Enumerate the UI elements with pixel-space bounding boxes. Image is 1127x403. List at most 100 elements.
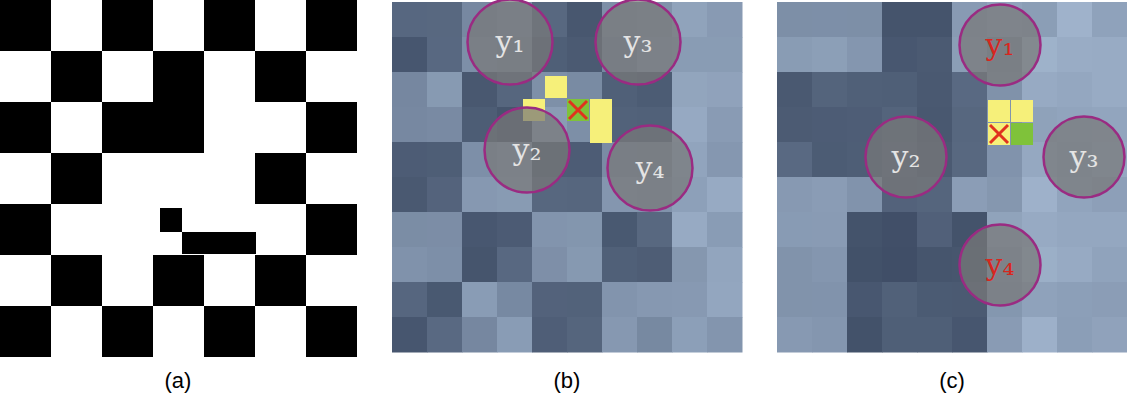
image-pixel xyxy=(1092,282,1127,318)
black-cell xyxy=(306,102,357,153)
image-pixel xyxy=(1092,37,1127,73)
black-cell xyxy=(204,0,255,51)
target-pixel xyxy=(1011,123,1033,145)
black-cell xyxy=(204,306,255,357)
neighbor-pixel xyxy=(545,76,567,98)
neighbor-pixel xyxy=(988,123,1010,145)
image-pixel xyxy=(707,72,743,108)
black-cell xyxy=(102,0,153,51)
black-cell xyxy=(306,306,357,357)
black-cell xyxy=(0,0,51,51)
image-pixel xyxy=(532,212,568,248)
image-pixel xyxy=(392,177,428,213)
image-pixel xyxy=(392,212,428,248)
neighbor-pixel xyxy=(1011,100,1033,122)
image-pixel xyxy=(1057,72,1093,108)
image-pixel xyxy=(1057,37,1093,73)
neighbor-pixel xyxy=(988,100,1010,122)
image-pixel xyxy=(1092,247,1127,283)
black-cell xyxy=(51,51,102,102)
image-pixel xyxy=(532,247,568,283)
image-pixel xyxy=(812,72,848,108)
image-pixel xyxy=(777,72,813,108)
neighbor-circle: y₄ xyxy=(606,124,694,212)
image-pixel xyxy=(637,247,673,283)
black-cell xyxy=(182,232,256,254)
image-pixel xyxy=(672,247,708,283)
image-pixel xyxy=(882,37,918,73)
image-pixel xyxy=(777,317,813,353)
image-pixel xyxy=(812,37,848,73)
image-pixel xyxy=(882,212,918,248)
variable-label: y₃ xyxy=(1070,142,1099,172)
image-pixel xyxy=(777,107,813,143)
image-pixel xyxy=(392,142,428,178)
image-pixel xyxy=(497,282,533,318)
image-pixel xyxy=(532,317,568,353)
image-pixel xyxy=(1092,2,1127,38)
black-cell xyxy=(102,102,153,153)
image-pixel xyxy=(427,247,463,283)
image-pixel xyxy=(602,282,638,318)
image-pixel xyxy=(882,317,918,353)
image-pixel xyxy=(882,247,918,283)
black-cell xyxy=(51,255,102,306)
black-cell xyxy=(102,306,153,357)
image-pixel xyxy=(812,282,848,318)
binary-pattern xyxy=(0,0,357,357)
variable-label: y₄ xyxy=(986,250,1015,280)
image-pixel xyxy=(567,282,603,318)
image-pixel xyxy=(427,212,463,248)
image-pixel xyxy=(427,177,463,213)
image-pixel xyxy=(672,282,708,318)
image-pixel xyxy=(1022,317,1058,353)
image-pixel xyxy=(427,107,463,143)
image-pixel xyxy=(462,247,498,283)
neighbor-circle: y₁ xyxy=(958,3,1042,87)
image-pixel xyxy=(392,107,428,143)
image-pixel xyxy=(917,317,953,353)
black-cell xyxy=(0,102,51,153)
image-pixel xyxy=(812,142,848,178)
variable-label: y₄ xyxy=(636,153,665,183)
variable-label: y₂ xyxy=(892,142,921,172)
image-pixel xyxy=(637,282,673,318)
image-pixel xyxy=(812,212,848,248)
black-cell xyxy=(153,51,204,102)
image-pixel xyxy=(812,107,848,143)
image-pixel xyxy=(427,2,463,38)
image-pixel xyxy=(462,212,498,248)
image-pixel xyxy=(602,247,638,283)
image-pixel xyxy=(917,282,953,318)
image-pixel xyxy=(707,212,743,248)
image-pixel xyxy=(1057,2,1093,38)
black-cell xyxy=(153,255,204,306)
image-pixel xyxy=(847,72,883,108)
image-pixel xyxy=(707,2,743,38)
image-pixel xyxy=(462,177,498,213)
black-cell xyxy=(51,153,102,204)
image-pixel xyxy=(812,2,848,38)
black-cell xyxy=(160,208,182,232)
image-pixel xyxy=(707,177,743,213)
image-pixel xyxy=(882,2,918,38)
variable-label: y₃ xyxy=(624,27,653,57)
image-pixel xyxy=(532,282,568,318)
image-pixel xyxy=(777,212,813,248)
image-pixel xyxy=(917,72,953,108)
image-pixel xyxy=(777,282,813,318)
black-cell xyxy=(306,204,357,255)
image-pixel xyxy=(707,247,743,283)
image-pixel xyxy=(847,212,883,248)
image-pixel xyxy=(602,212,638,248)
image-pixel xyxy=(1092,212,1127,248)
image-pixel xyxy=(777,37,813,73)
image-pixel xyxy=(917,37,953,73)
pixel-markers xyxy=(523,76,1033,145)
image-pixel xyxy=(987,317,1023,353)
image-pixel xyxy=(392,72,428,108)
image-pixel xyxy=(1057,282,1093,318)
image-pixel xyxy=(567,317,603,353)
image-pixel xyxy=(672,317,708,353)
